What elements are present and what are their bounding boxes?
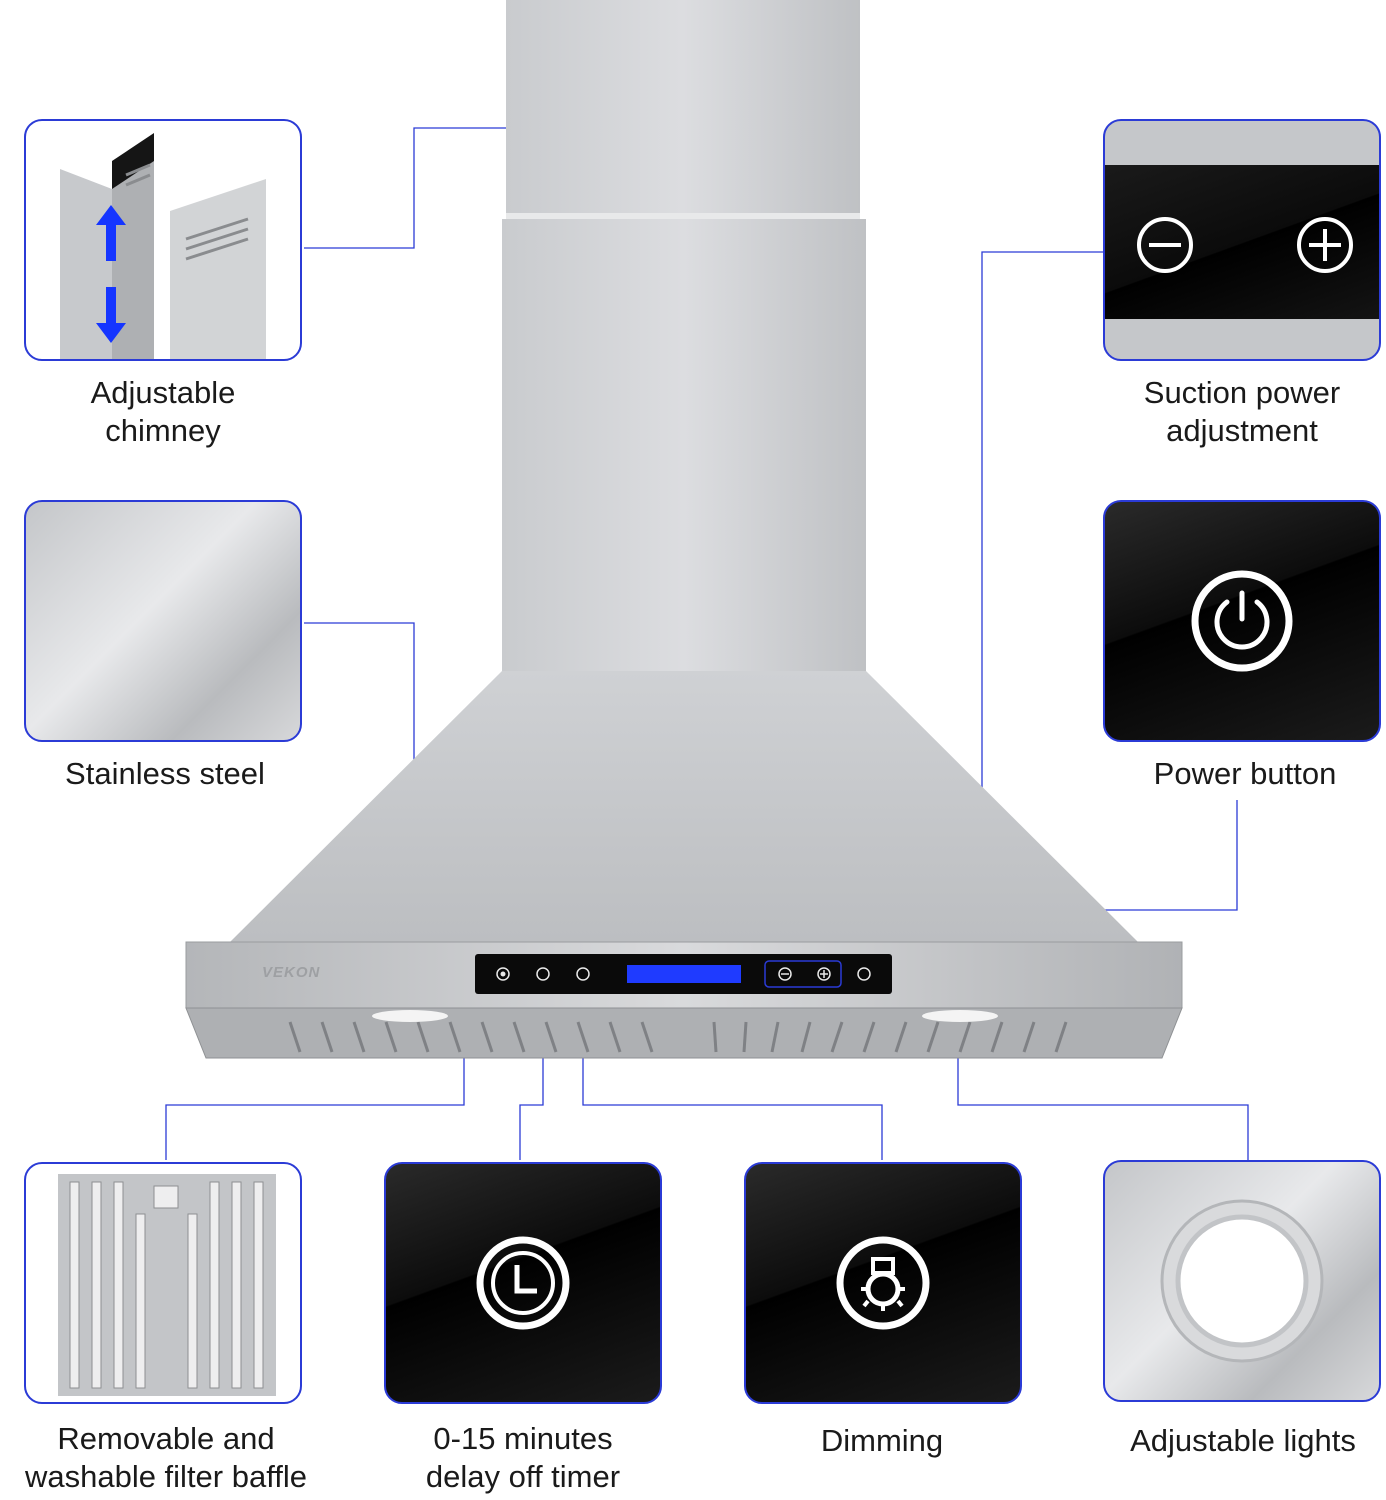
adjustable-lights-label: Adjustable lights (1130, 1423, 1356, 1458)
lcd-display (627, 965, 741, 983)
delay-timer-tile (384, 1162, 662, 1404)
stainless-steel-tile (24, 500, 302, 742)
filter-baffle-label: Removable and washable filter baffle (24, 1421, 308, 1494)
adjustable-chimney-tile (24, 119, 302, 361)
bottom-tray (185, 1007, 1183, 1059)
brand-logo: VEKON (262, 964, 321, 981)
line-lights (957, 1018, 1249, 1160)
chimney-sections-image (60, 133, 266, 359)
power-icon (1191, 570, 1293, 672)
line-chimney (304, 127, 538, 249)
filter-baffle-tile (24, 1162, 302, 1404)
suction-power-label: Suction power adjustment (1143, 375, 1341, 448)
light-ring-icon (1160, 1199, 1324, 1363)
plus-circle-icon (1297, 217, 1353, 273)
stainless-steel-label: Stainless steel (65, 756, 265, 791)
delay-timer-label: 0-15 minutes delay off timer (425, 1421, 621, 1494)
upper-chimney (506, 0, 860, 216)
filter-baffle-image (58, 1174, 276, 1396)
dimming-label: Dimming (820, 1423, 944, 1458)
power-button-label: Power button (1153, 756, 1337, 791)
clock-icon (476, 1236, 570, 1330)
dimming-tile (744, 1162, 1022, 1404)
minus-circle-icon (1137, 217, 1193, 273)
lower-chimney (502, 219, 866, 671)
light-gear-icon (836, 1236, 930, 1330)
suction-power-tile (1103, 119, 1381, 361)
power-button-tile (1103, 500, 1381, 742)
adjustable-chimney-label: Adjustable chimney (90, 375, 236, 448)
adjustable-lights-tile (1103, 1160, 1381, 1402)
line-filter (165, 1025, 465, 1160)
arrow-up-icon (96, 205, 126, 261)
arrow-down-icon (96, 287, 126, 343)
canopy (230, 671, 1138, 942)
